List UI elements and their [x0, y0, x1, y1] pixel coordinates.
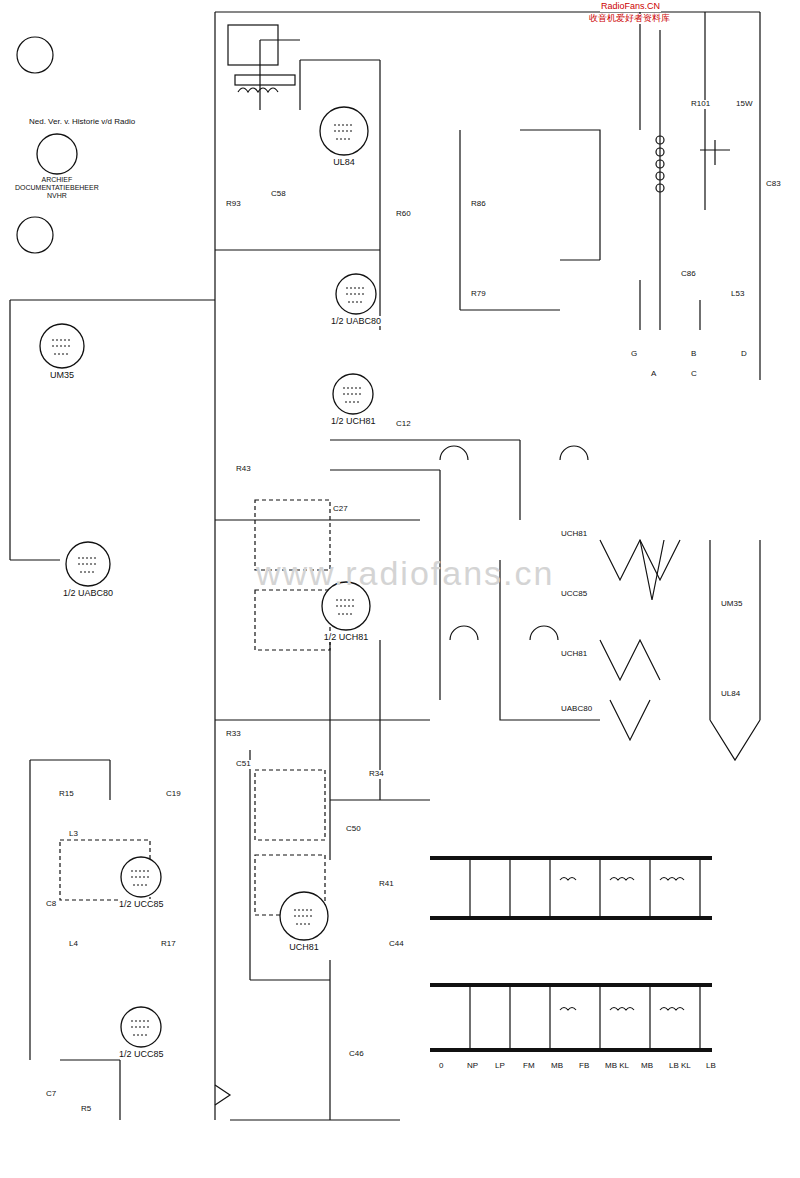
watermark: www.radiofans.cn	[255, 555, 555, 592]
part-label: LB	[705, 1062, 717, 1071]
part-label: C51	[235, 760, 252, 769]
part-label: UCH81	[560, 650, 588, 659]
part-label: FM	[522, 1062, 536, 1071]
part-label: C7	[45, 1090, 57, 1099]
part-label: R33	[225, 730, 242, 739]
part-label: R86	[470, 200, 487, 209]
part-label: UL84	[720, 690, 741, 699]
tube-name: 1/2 UABC80	[330, 316, 382, 326]
tube-name: 1/2 UCC85	[118, 899, 165, 909]
part-label: LP	[494, 1062, 506, 1071]
watermark: RadioFans.CN	[600, 2, 661, 12]
part-label: 15W	[735, 100, 753, 109]
part-label: D	[740, 350, 748, 359]
part-label: G	[630, 350, 638, 359]
part-label: L3	[68, 830, 79, 839]
tube-envelope	[119, 855, 163, 899]
tube-envelope	[331, 372, 375, 416]
part-label: L53	[730, 290, 745, 299]
part-label: C19	[165, 790, 182, 799]
part-label: C86	[680, 270, 697, 279]
part-label: R17	[160, 940, 177, 949]
part-label: C46	[348, 1050, 365, 1059]
tube-name: UCH81	[288, 942, 320, 952]
archive-logo: ARCHIEFDOCUMENTATIEBEHEERNVHR	[14, 132, 100, 200]
part-label: C83	[765, 180, 782, 189]
part-label: R101	[690, 100, 711, 109]
tube-symbol: 1/2 UCC85	[118, 855, 165, 909]
part-label: R93	[225, 200, 242, 209]
part-label: R60	[395, 210, 412, 219]
part-label: MB	[640, 1062, 654, 1071]
tube-symbol: 1/2 UABC80	[330, 272, 382, 326]
tube-name: 1/2 UCH81	[323, 632, 370, 642]
tube-envelope	[334, 272, 378, 316]
tube-symbol: UL84	[318, 105, 370, 167]
part-label: R43	[235, 465, 252, 474]
part-label: Ned. Ver. v. Historie v/d Radio	[28, 118, 136, 127]
part-label: B	[690, 350, 697, 359]
part-label: A	[650, 370, 657, 379]
part-label: UCC85	[560, 590, 588, 599]
part-label: LB KL	[668, 1062, 692, 1071]
tube-envelope	[119, 1005, 163, 1049]
part-label: UABC80	[560, 705, 593, 714]
tube-name: UM35	[49, 370, 75, 380]
part-label: C58	[270, 190, 287, 199]
part-label: MB	[550, 1062, 564, 1071]
logo-text: DOCUMENTATIEBEHEER	[14, 184, 100, 192]
part-label: R34	[368, 770, 385, 779]
tube-envelope	[38, 322, 86, 370]
tube-envelope	[278, 890, 330, 942]
tube-name: UL84	[332, 157, 356, 167]
part-label: 0	[438, 1062, 444, 1071]
tube-name: 1/2 UCH81	[330, 416, 377, 426]
tube-symbol: UM35	[38, 322, 86, 380]
logo-text: ARCHIEF	[41, 176, 74, 184]
part-label: R5	[80, 1105, 92, 1114]
tube-name: 1/2 UABC80	[62, 588, 114, 598]
part-label: FB	[578, 1062, 590, 1071]
part-label: C12	[395, 420, 412, 429]
tube-symbol: UCH81	[278, 890, 330, 952]
part-label: C44	[388, 940, 405, 949]
tube-symbol: 1/2 UABC80	[62, 540, 114, 598]
tube-symbol: 1/2 UCC85	[118, 1005, 165, 1059]
part-label: C	[690, 370, 698, 379]
tube-envelope	[64, 540, 112, 588]
tube-envelope	[35, 132, 79, 176]
part-label: R15	[58, 790, 75, 799]
watermark: 收音机爱好者资料库	[588, 14, 671, 24]
part-label: MB KL	[604, 1062, 630, 1071]
part-label: R79	[470, 290, 487, 299]
part-label: NP	[466, 1062, 479, 1071]
part-label: R41	[378, 880, 395, 889]
part-label: C27	[332, 505, 349, 514]
part-label: L4	[68, 940, 79, 949]
tube-symbol: 1/2 UCH81	[330, 372, 377, 426]
tube-name: 1/2 UCC85	[118, 1049, 165, 1059]
part-label: UM35	[720, 600, 743, 609]
part-label: UCH81	[560, 530, 588, 539]
tube-envelope	[318, 105, 370, 157]
part-label: C8	[45, 900, 57, 909]
part-label: C50	[345, 825, 362, 834]
logo-text: NVHR	[46, 192, 68, 200]
